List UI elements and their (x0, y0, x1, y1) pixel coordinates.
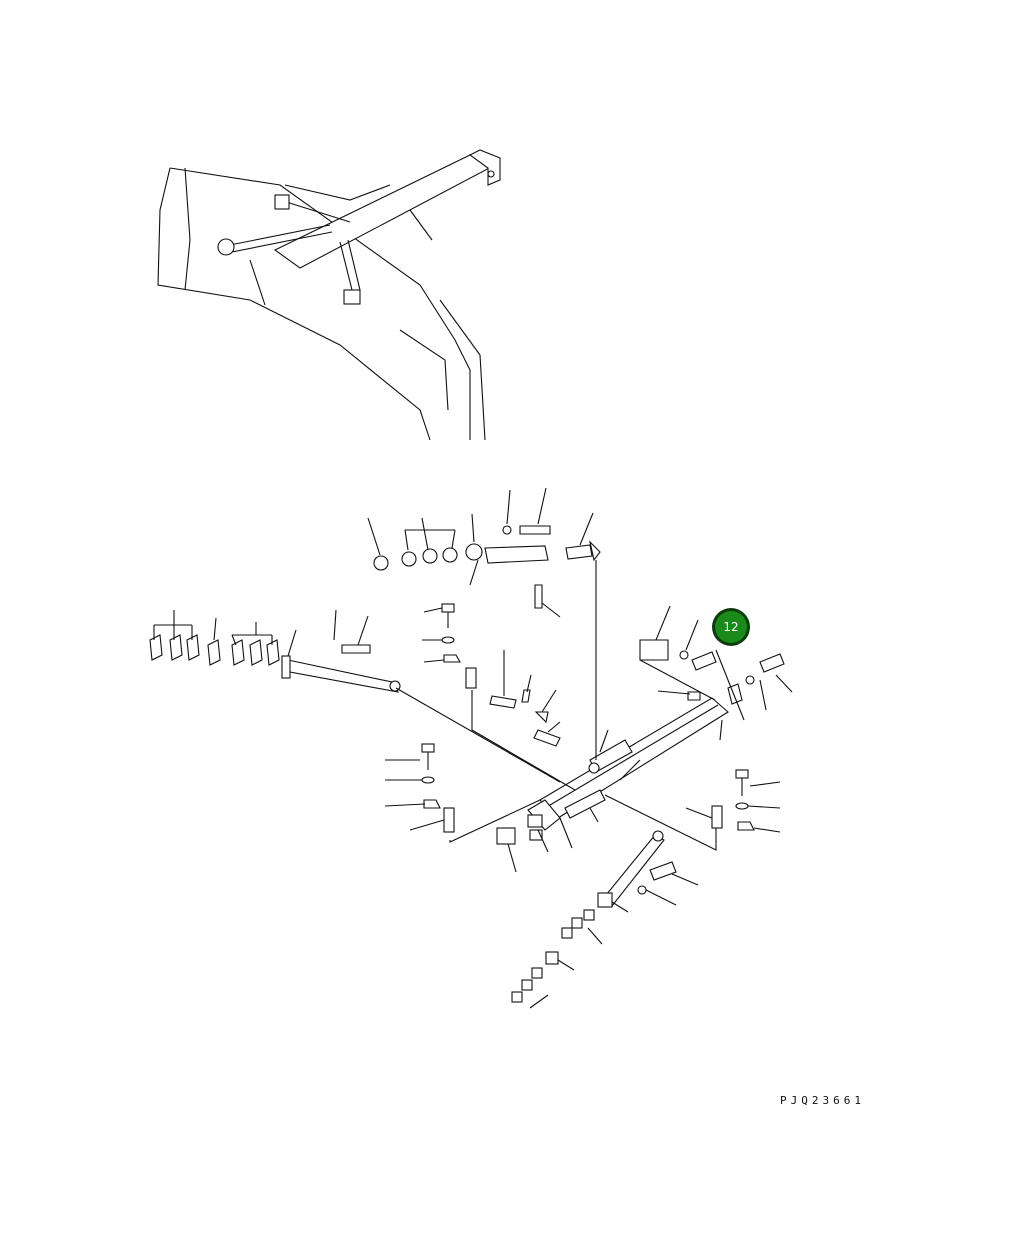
part-callout-12[interactable]: 12 (712, 608, 750, 646)
callout-badge[interactable] (715, 611, 747, 643)
overview-machine-drawing (157, 149, 501, 441)
exploded-drawbar-assembly (149, 487, 793, 1009)
callout-label[interactable]: 12 (723, 620, 738, 634)
drawing-code: PJQ23661 (780, 1094, 865, 1107)
